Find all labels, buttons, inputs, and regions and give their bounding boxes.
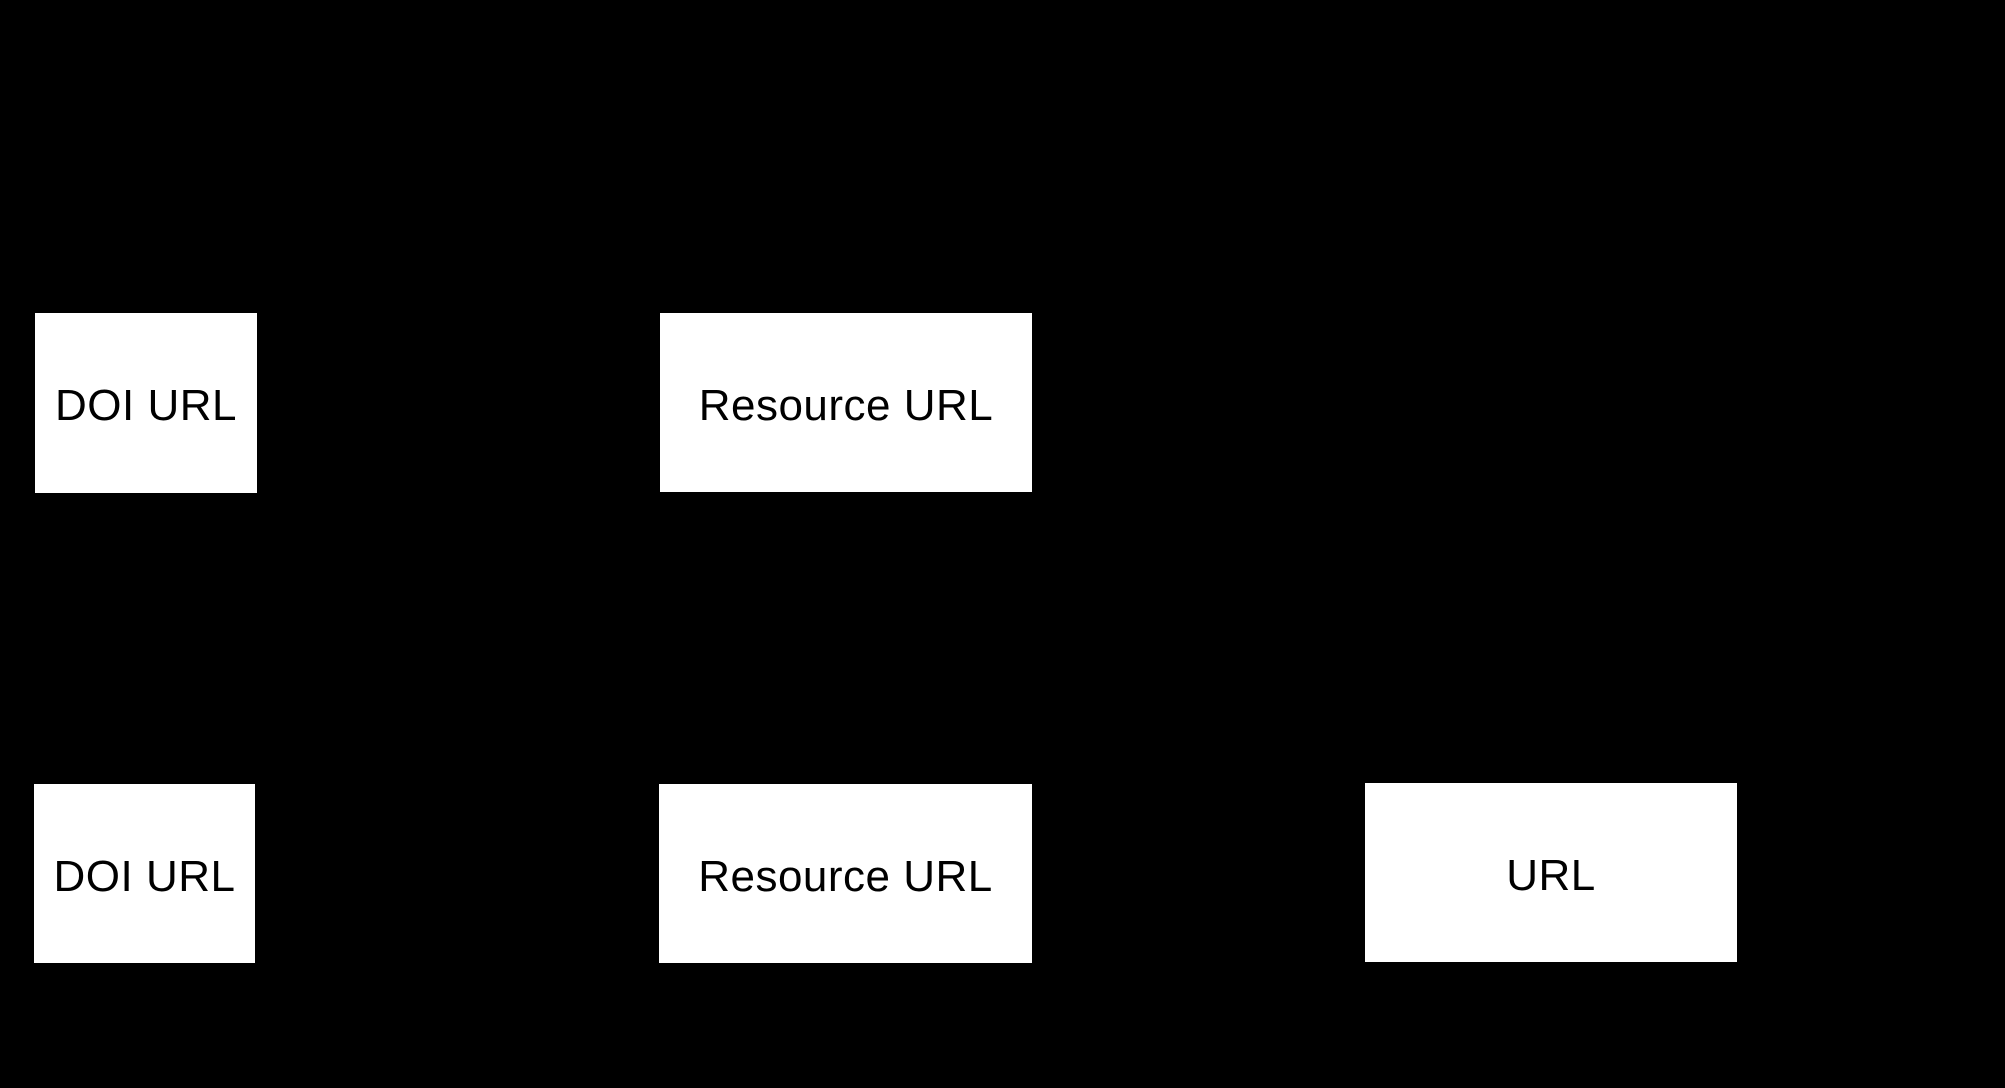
node-label: Resource URL (698, 851, 993, 901)
node-resource-url-top: Resource URL (660, 313, 1032, 492)
node-resource-url-bottom: Resource URL (659, 784, 1032, 963)
node-label: DOI URL (55, 381, 237, 430)
node-label: URL (1506, 850, 1596, 900)
node-url-bottom: URL (1365, 783, 1737, 962)
node-label: Resource URL (698, 380, 994, 430)
node-doi-url-top: DOI URL (35, 313, 257, 493)
node-doi-url-bottom: DOI URL (34, 784, 255, 963)
node-label: DOI URL (53, 851, 236, 901)
